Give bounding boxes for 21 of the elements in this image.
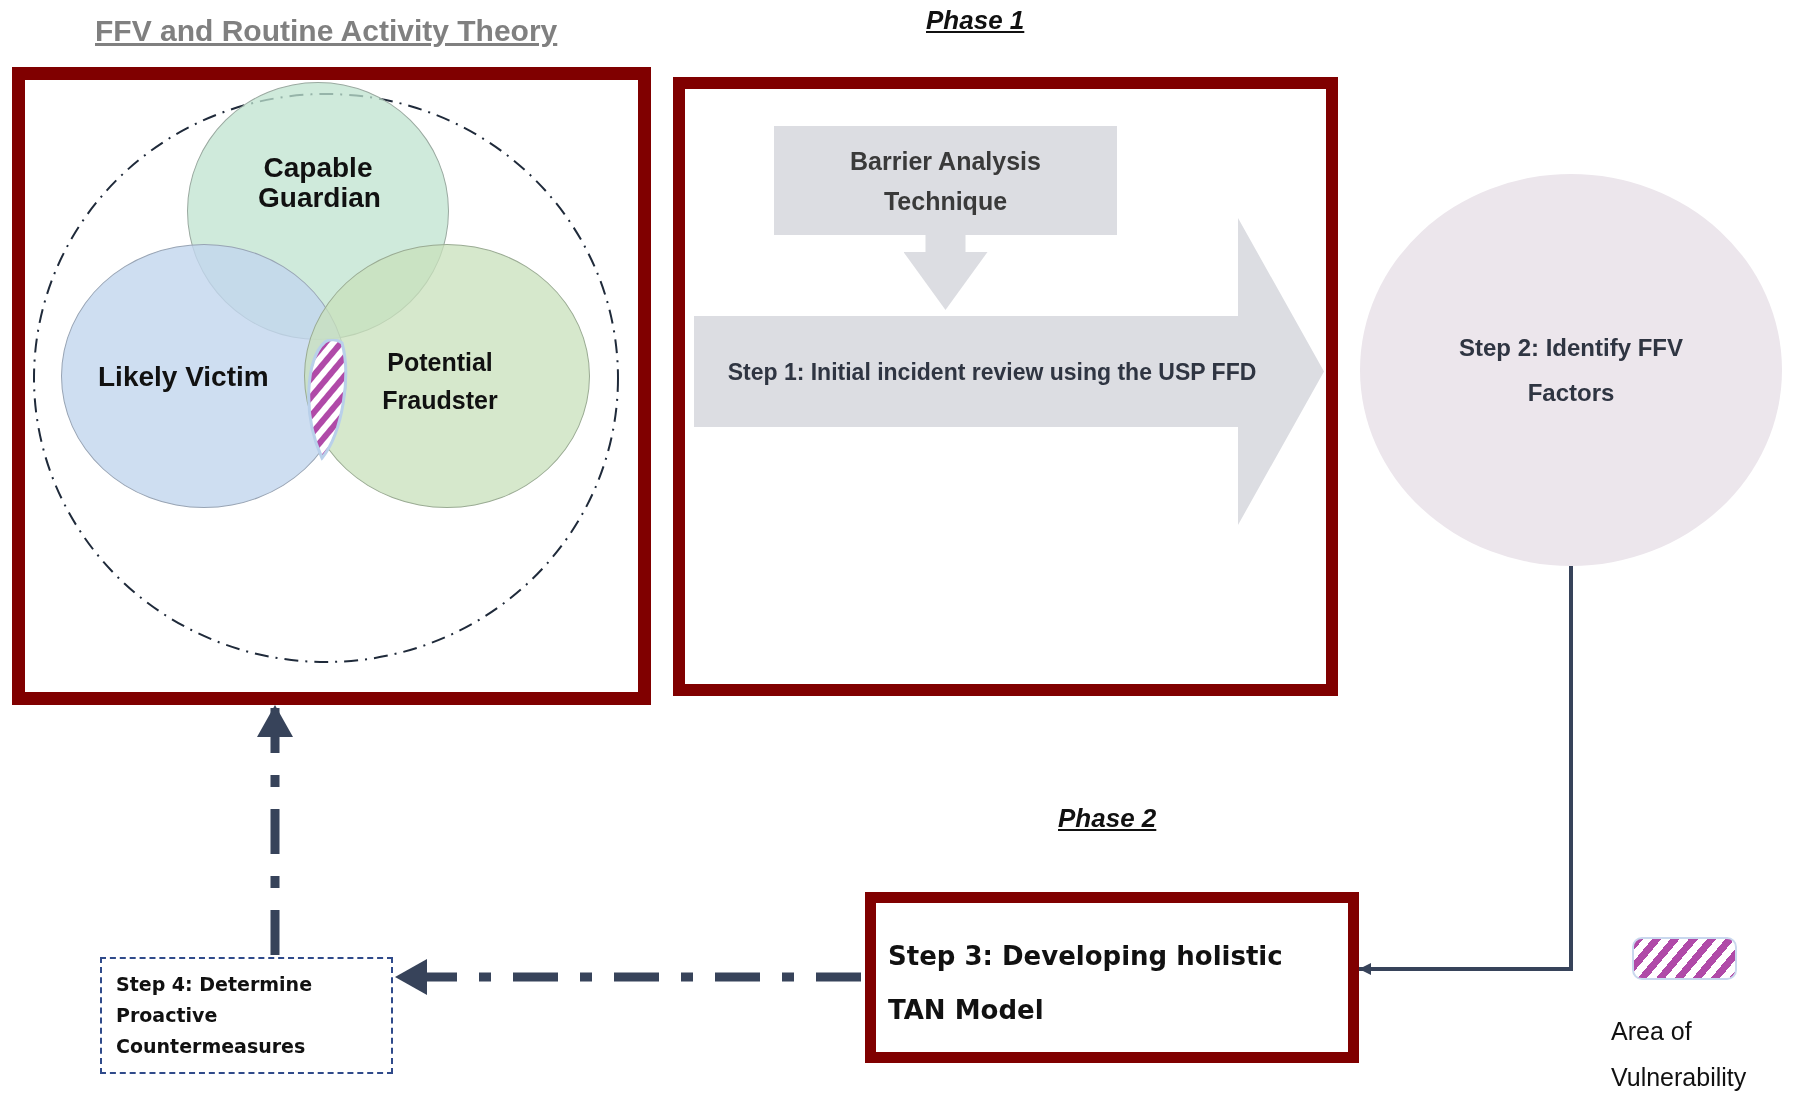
arrow: [395, 959, 861, 995]
arrow-label: Step 1: Initial incident review using the USP FFD: [726, 357, 1258, 386]
box-label: Step 4: Determine Proactive Countermeasures: [116, 972, 314, 1059]
box-label: Barrier Analysis Technique: [849, 145, 1042, 217]
phase-label: Phase 1: [926, 4, 1025, 36]
circle-label: Capable Guardian: [257, 153, 382, 213]
arrow-shaped-step: [694, 218, 1324, 525]
phase-frame: [673, 77, 1338, 696]
box-label: Step 3: Developing holistic TAN Model: [888, 940, 1284, 1027]
step-box: [865, 892, 1359, 1063]
frame-heading: FFV and Routine Activity Theory: [95, 13, 558, 49]
arrow: [257, 705, 293, 955]
phase-label: Phase 2: [1058, 802, 1157, 834]
process-box: [774, 126, 1117, 235]
circle-label: Step 2: Identify FFV Factors: [1458, 333, 1684, 408]
down-arrow: [903, 235, 988, 310]
circle-label: Potential Fraudster: [381, 347, 499, 416]
circle-label: Likely Victim: [98, 361, 269, 393]
arrow: [1359, 566, 1573, 975]
legend-label: Area of Vulnerability: [1611, 1016, 1748, 1093]
dashed-step-box: [100, 957, 393, 1074]
